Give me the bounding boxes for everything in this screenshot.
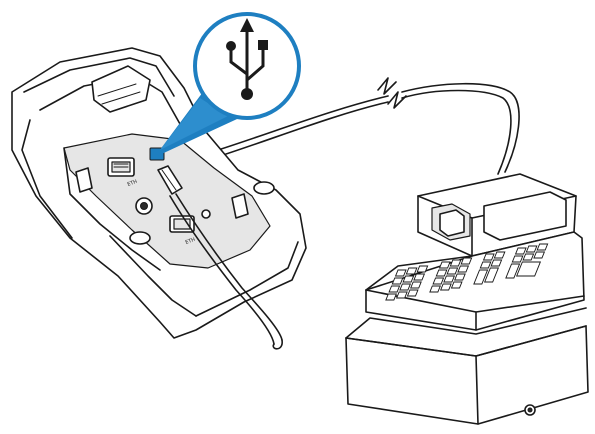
port-label-eth-2: ETH <box>185 237 197 246</box>
usb-icon <box>226 18 268 100</box>
register-display <box>483 191 567 241</box>
usb-callout <box>155 12 301 157</box>
cash-register <box>345 173 589 425</box>
port-label-eth-1: ETH <box>127 179 139 188</box>
terminal-foot <box>129 231 151 245</box>
cash-drawer <box>345 325 589 425</box>
terminal-foot <box>253 181 275 195</box>
payment-terminal: ETH ETH <box>11 47 307 350</box>
cable-break-symbol <box>377 77 397 95</box>
register-keypad <box>385 243 549 301</box>
usb-cable <box>213 77 520 175</box>
